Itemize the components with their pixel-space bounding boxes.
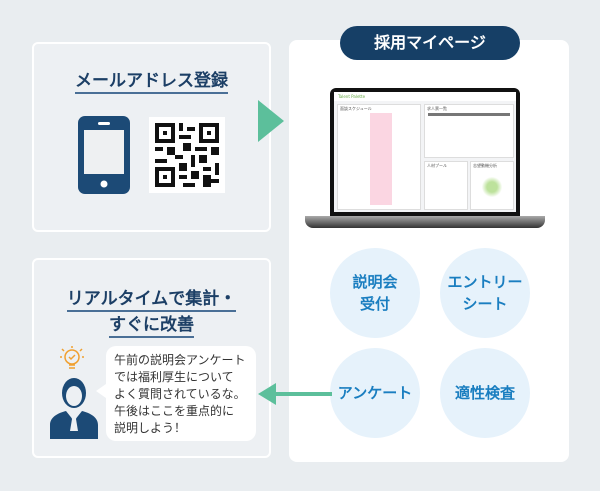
recruit-mypage-badge: 採用マイページ bbox=[340, 26, 520, 60]
laptop-base bbox=[305, 216, 545, 228]
panel-motivation-analysis: 志望動機分析 bbox=[473, 163, 497, 168]
app-brand: Talent Palette bbox=[334, 92, 516, 101]
smartphone-icon bbox=[78, 116, 130, 194]
arrow-right-icon bbox=[258, 100, 284, 142]
panel-talent-pool: 人材プール bbox=[427, 163, 447, 168]
feature-entry-sheet[interactable]: エントリー シート bbox=[440, 248, 530, 338]
qr-code-icon bbox=[149, 117, 225, 193]
feature-briefing-reception[interactable]: 説明会 受付 bbox=[330, 248, 420, 338]
lightbulb-icon bbox=[60, 346, 84, 369]
speech-bubble: 午前の説明会アンケート では福利厚生について よく質問されているな。 午後はここ… bbox=[96, 346, 256, 441]
laptop-screen: Talent Palette 面談スケジュール 求人票一覧 人材プール 志望動機… bbox=[330, 88, 520, 216]
panel-interview-schedule: 面談スケジュール bbox=[340, 106, 372, 111]
email-registration-panel: メールアドレス登録 bbox=[32, 42, 271, 232]
businessman-icon bbox=[50, 378, 98, 439]
email-registration-title: メールアドレス登録 bbox=[75, 71, 228, 94]
realtime-title-line2: すぐに改善 bbox=[109, 315, 194, 338]
panel-job-list: 求人票一覧 bbox=[427, 106, 447, 111]
realtime-title-line1: リアルタイムで集計・ bbox=[66, 289, 237, 312]
arrow-left-icon bbox=[258, 383, 332, 405]
feature-aptitude-test[interactable]: 適性検査 bbox=[440, 348, 530, 438]
feature-survey[interactable]: アンケート bbox=[330, 348, 420, 438]
